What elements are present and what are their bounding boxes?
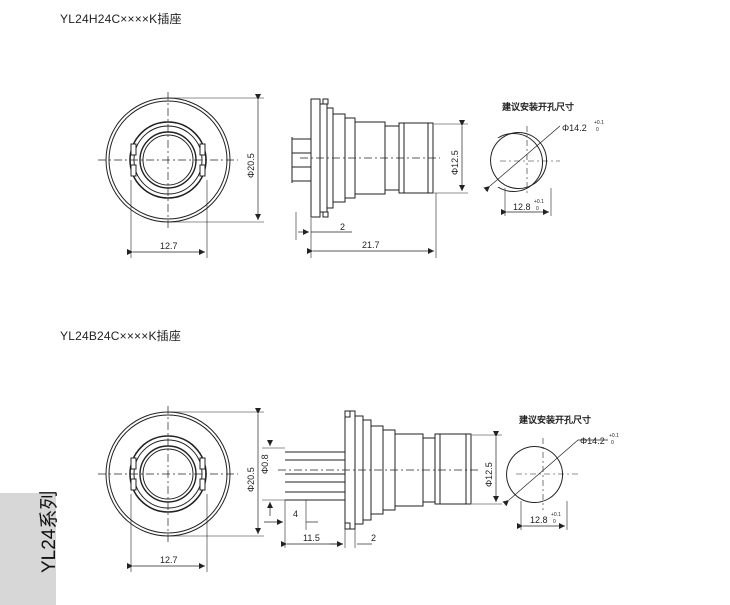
cutout-dia-tol-low-top: 0 — [596, 127, 599, 133]
dim-pin-dia: Φ0.8 — [260, 454, 270, 474]
cutout-heading-bottom: 建议安装开孔尺寸 — [519, 414, 591, 425]
cutout-flat-tol-low-bottom: 0 — [553, 519, 556, 525]
cutout-dia-tol-top: +0.1 — [594, 120, 604, 126]
dim-tail: 11.5 — [303, 533, 320, 543]
section-title-b24: YL24B24C××××K插座 — [60, 329, 182, 343]
dim-side-dia-b: Φ12.5 — [484, 462, 494, 487]
cutout-heading-top: 建议安装开孔尺寸 — [502, 101, 574, 112]
dim-front-dia-b: Φ20.5 — [246, 467, 256, 492]
front-view-bottom — [98, 406, 264, 572]
dim-front-dia: Φ20.5 — [246, 153, 256, 178]
series-label: YL24系列 — [39, 490, 60, 573]
side-view-top — [291, 98, 468, 258]
cutout-flat-tol-bottom: +0.1 — [551, 512, 561, 518]
dim-pin-len: 4 — [293, 509, 298, 519]
front-view-top — [98, 92, 264, 258]
cutout-flat-top: 12.8 — [513, 202, 531, 212]
dim-side-dia-top: Φ12.5 — [450, 150, 460, 175]
section-title-h24: YL24H24C××××K插座 — [60, 12, 182, 26]
dim-front-width: 12.7 — [160, 241, 178, 251]
cutout-view-top — [483, 125, 561, 216]
side-view-bottom — [262, 410, 502, 548]
cutout-flat-tol-low-top: 0 — [536, 206, 539, 212]
cutout-dia-top: Φ14.2 — [562, 123, 587, 133]
series-side-tab — [0, 493, 56, 605]
cutout-dia-tol-bottom: +0.1 — [609, 433, 619, 439]
cutout-view-bottom — [502, 438, 608, 530]
dim-front-width-b: 12.7 — [160, 555, 178, 565]
cutout-flat-tol-top: +0.1 — [534, 199, 544, 205]
cutout-dia-tol-low-bottom: 0 — [611, 440, 614, 446]
dim-length: 21.7 — [362, 240, 380, 250]
dim-flange-top: 2 — [340, 222, 345, 232]
dim-flange-b: 2 — [371, 533, 376, 543]
cutout-flat-bottom: 12.8 — [530, 515, 548, 525]
cutout-dia-bottom: Φ14.2 — [580, 436, 605, 446]
